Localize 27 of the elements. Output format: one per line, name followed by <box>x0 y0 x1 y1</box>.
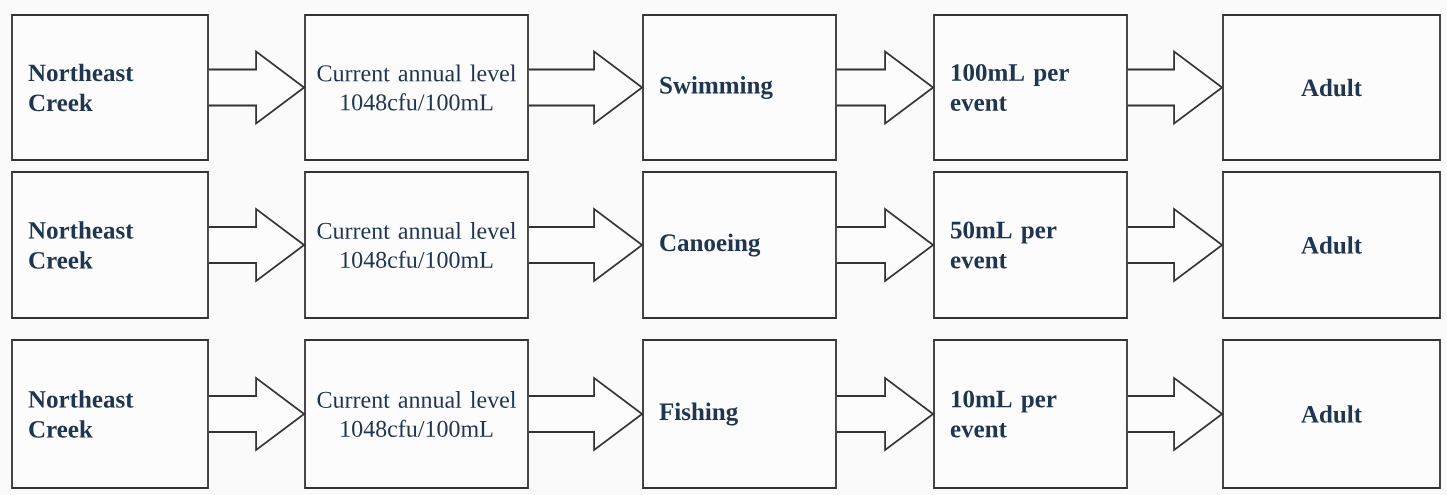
volume-box: 50mL per event <box>933 171 1128 319</box>
receptor-box: Adult <box>1222 339 1441 489</box>
block-arrow <box>208 49 306 126</box>
volume-box: 10mL per event <box>933 339 1128 489</box>
receptor-box: Adult <box>1222 171 1441 319</box>
level-box: Current annual level 1048cfu/100mL <box>304 171 529 319</box>
activity-box: Swimming <box>642 14 837 161</box>
block-arrow <box>836 207 935 283</box>
source-box: Northeast Creek <box>11 171 209 319</box>
block-arrow <box>528 376 644 452</box>
block-arrow <box>528 207 644 283</box>
block-arrow <box>208 376 306 452</box>
level-box: Current annual level 1048cfu/100mL <box>304 339 529 489</box>
block-arrow <box>1127 207 1224 283</box>
receptor-box: Adult <box>1222 14 1441 161</box>
block-arrow <box>836 376 935 452</box>
activity-box: Canoeing <box>642 171 837 319</box>
block-arrow <box>1127 49 1224 126</box>
block-arrow <box>528 49 644 126</box>
block-arrow <box>836 49 935 126</box>
level-box: Current annual level 1048cfu/100mL <box>304 14 529 161</box>
block-arrow <box>1127 376 1224 452</box>
activity-box: Fishing <box>642 339 837 489</box>
volume-box: 100mL per event <box>933 14 1128 161</box>
block-arrow <box>208 207 306 283</box>
source-box: Northeast Creek <box>11 14 209 161</box>
source-box: Northeast Creek <box>11 339 209 489</box>
